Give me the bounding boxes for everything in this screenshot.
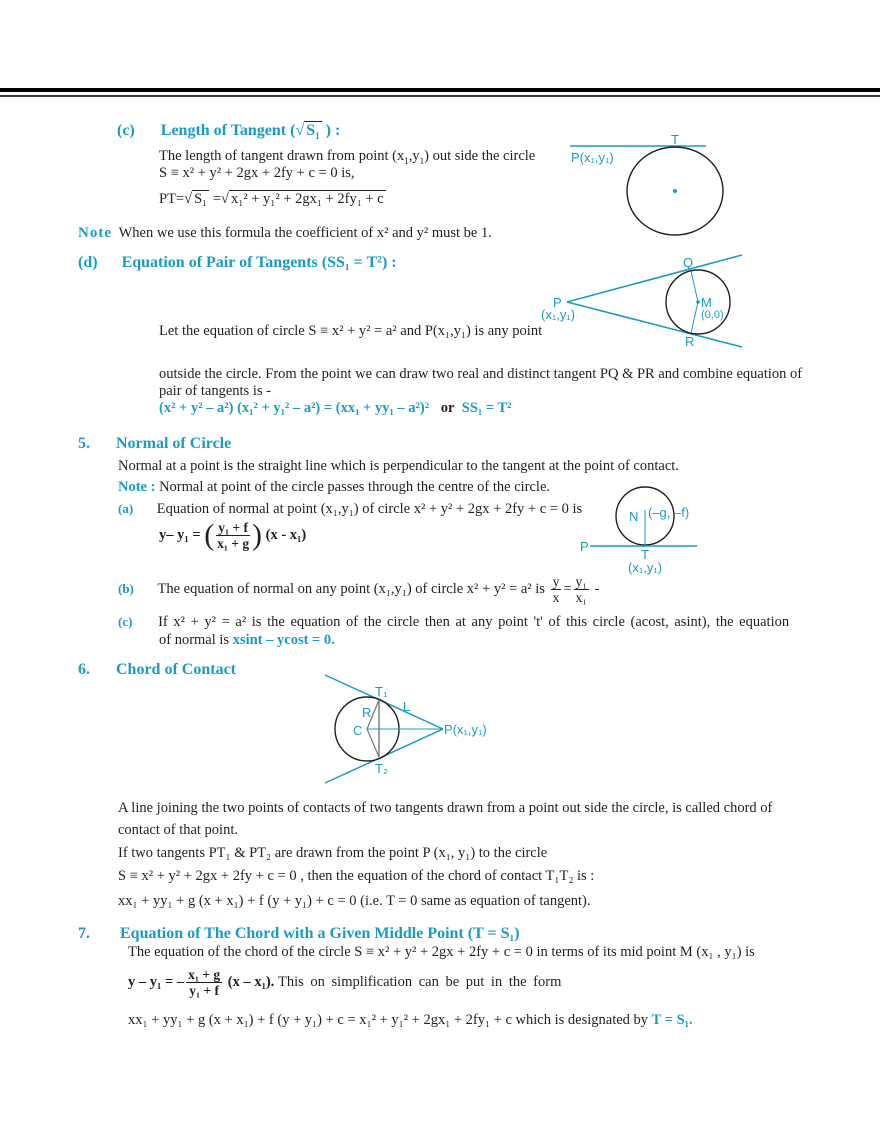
section-c-line2: S ≡ x² + y² + 2gx + 2fy + c = 0 is, bbox=[159, 165, 355, 181]
svg-text:R: R bbox=[685, 334, 694, 349]
section-d-line2: outside the circle. From the point we ca… bbox=[159, 366, 803, 382]
section-7-line1: The equation of the chord of the circle … bbox=[128, 944, 755, 960]
section-7-heading: 7. Equation of The Chord with a Given Mi… bbox=[78, 925, 520, 943]
section-6-p2b: S ≡ x² + y² + 2gx + 2fy + c = 0 , then t… bbox=[118, 868, 595, 884]
chord-of-contact-diagram: T₁ T₂ R C L P(x₁,y₁) bbox=[324, 674, 487, 784]
svg-text:N: N bbox=[629, 509, 638, 524]
pair-of-tangents-diagram: Q R P (x₁,y₁) M (0,0) bbox=[541, 254, 743, 349]
section-5-c-line2: of normal is xsint – ycost = 0. bbox=[159, 632, 335, 648]
section-7-number: 7. bbox=[78, 925, 90, 942]
section-6-p1b: contact of that point. bbox=[118, 822, 238, 838]
svg-text:R: R bbox=[362, 705, 371, 720]
svg-text:T₂: T₂ bbox=[375, 761, 388, 776]
section-d-heading: (d) Equation of Pair of Tangents (SS₁ = … bbox=[78, 254, 397, 272]
section-d-formula: (x² + y² – a²) (x₁² + y₁² – a²) = (xx₁ +… bbox=[159, 400, 512, 416]
section-c-title-end: ) : bbox=[325, 122, 341, 139]
section-6-number: 6. bbox=[78, 661, 90, 678]
section-5-b: (b) The equation of normal on any point … bbox=[118, 574, 600, 605]
section-5-c: (c) If x² + y² = a² is the equation of t… bbox=[118, 614, 790, 630]
note-text: When we use this formula the coefficient… bbox=[118, 225, 492, 241]
svg-text:(x₁,y₁): (x₁,y₁) bbox=[541, 307, 575, 322]
svg-text:P: P bbox=[580, 539, 589, 554]
svg-text:T: T bbox=[641, 547, 649, 562]
section-c-label: (c) bbox=[117, 122, 135, 139]
section-c-heading: (c) Length of Tangent (√S1 ) : bbox=[117, 121, 341, 142]
section-d-line3: pair of tangents is - bbox=[159, 383, 271, 399]
section-5-note: Note : Normal at point of the circle pas… bbox=[118, 479, 551, 495]
section-5-number: 5. bbox=[78, 435, 90, 452]
section-7-line3: xx₁ + yy₁ + g (x + x₁) + f (y + y₁) + c … bbox=[128, 1012, 693, 1028]
header-rule-thick bbox=[0, 88, 880, 92]
label-T: T bbox=[671, 132, 679, 147]
header-rule-thin bbox=[0, 95, 880, 97]
note-label: Note bbox=[78, 225, 112, 241]
normal-diagram: N (–g, –f) P T (x₁,y₁) bbox=[580, 486, 697, 575]
section-c-formula: PT=√S₁ =√x₁² + y₁² + 2gx₁ + 2fy₁ + c bbox=[159, 190, 386, 207]
section-c-note: Note When we use this formula the coeffi… bbox=[78, 225, 492, 242]
section-c-line1: The length of tangent drawn from point (… bbox=[159, 148, 536, 166]
section-6-heading: 6. Chord of Contact bbox=[78, 661, 236, 679]
svg-text:(x₁,y₁): (x₁,y₁) bbox=[628, 560, 662, 575]
section-6-title: Chord of Contact bbox=[116, 661, 236, 678]
svg-text:P(x₁,y₁): P(x₁,y₁) bbox=[444, 722, 487, 737]
section-6-p1a: A line joining the two points of contact… bbox=[118, 800, 773, 816]
section-d-line1: Let the equation of circle S ≡ x² + y² =… bbox=[159, 323, 543, 339]
section-c-title: Length of Tangent ( bbox=[160, 122, 296, 139]
section-7-title: Equation of The Chord with a Given Middl… bbox=[120, 925, 520, 942]
section-d-label: (d) bbox=[78, 254, 98, 271]
svg-text:(0,0): (0,0) bbox=[701, 309, 724, 321]
svg-text:C: C bbox=[353, 723, 362, 738]
section-6-p2a: If two tangents PT₁ & PT₂ are drawn from… bbox=[118, 845, 548, 861]
section-c-title-root: S1 bbox=[304, 121, 322, 142]
svg-text:P: P bbox=[553, 295, 562, 310]
svg-text:(–g, –f): (–g, –f) bbox=[648, 505, 689, 520]
label-P: P(x₁,y₁) bbox=[571, 150, 614, 165]
section-6-p2c: xx₁ + yy₁ + g (x + x₁) + f (y + y₁) + c … bbox=[118, 893, 591, 909]
section-5-a: (a) Equation of normal at point (x₁,y₁) … bbox=[118, 501, 583, 517]
svg-text:L: L bbox=[403, 699, 410, 714]
section-d-title: Equation of Pair of Tangents (SS₁ = T²) … bbox=[121, 254, 397, 271]
svg-text:T₁: T₁ bbox=[375, 684, 388, 699]
section-5-line1: Normal at a point is the straight line w… bbox=[118, 458, 679, 474]
svg-text:M: M bbox=[701, 295, 712, 310]
svg-text:Q: Q bbox=[683, 255, 693, 270]
section-5-heading: 5. Normal of Circle bbox=[78, 435, 231, 453]
tangent-length-diagram: T P(x₁,y₁) bbox=[570, 132, 724, 236]
section-5-title: Normal of Circle bbox=[116, 435, 232, 452]
